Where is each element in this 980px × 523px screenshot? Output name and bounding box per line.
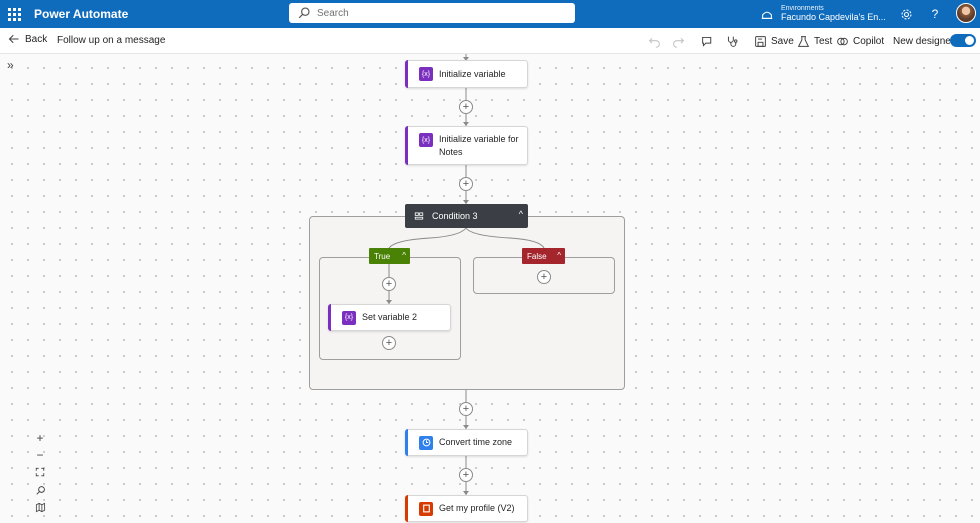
undo-button[interactable]	[648, 33, 661, 49]
new-designer-label: New designer	[893, 35, 955, 47]
settings-button[interactable]	[898, 6, 914, 22]
add-step-button[interactable]: +	[459, 468, 473, 482]
step-card-initialize-variable[interactable]: {x} Initialize variable	[405, 60, 528, 88]
copilot-label: Copilot	[853, 35, 885, 47]
condition-label: Condition 3	[432, 211, 478, 221]
flow-diagnostics-button[interactable]	[726, 33, 739, 49]
step-card-set-variable[interactable]: {x} Set variable 2	[328, 304, 451, 331]
double-chevron-right-icon: »	[7, 58, 14, 72]
step-label: Set variable 2	[362, 312, 418, 323]
app-launcher-button[interactable]	[0, 0, 28, 28]
new-designer-toggle[interactable]	[950, 34, 976, 47]
minus-icon: −	[36, 448, 44, 462]
command-bar: Back Follow up on a message Save Test Co…	[0, 28, 980, 54]
add-step-button[interactable]: +	[459, 100, 473, 114]
condition-header[interactable]: Condition 3 ^	[405, 204, 528, 228]
add-step-button[interactable]: +	[382, 277, 396, 291]
help-icon: ?	[931, 7, 939, 21]
step-card-convert-time-zone[interactable]: Convert time zone	[405, 429, 528, 456]
waffle-icon	[7, 7, 21, 21]
true-label: True	[374, 251, 391, 261]
minimap-button[interactable]	[32, 499, 48, 515]
flow-checker-button[interactable]	[701, 33, 714, 49]
false-label: False	[527, 251, 547, 261]
fit-view-icon	[35, 467, 45, 477]
collapse-chevron-icon[interactable]: ^	[402, 251, 406, 260]
environment-icon	[761, 11, 773, 19]
save-button[interactable]: Save	[754, 33, 794, 49]
collapse-chevron-icon[interactable]: ^	[557, 251, 561, 260]
app-title[interactable]: Power Automate	[34, 7, 129, 21]
back-button[interactable]: Back	[8, 33, 47, 45]
step-label: Convert time zone	[439, 437, 513, 448]
plus-icon: +	[462, 100, 470, 113]
find-button[interactable]	[32, 482, 48, 498]
flow-name[interactable]: Follow up on a message	[57, 35, 166, 46]
search-placeholder: Search	[317, 7, 349, 19]
flask-icon	[797, 35, 810, 47]
environment-picker[interactable]: Environments Facundo Capdevila's En...	[760, 2, 886, 26]
top-bar: Power Automate Search Environments Facun…	[0, 0, 980, 28]
copilot-button[interactable]: Copilot	[836, 33, 884, 49]
variable-icon: {x}	[342, 310, 356, 325]
zoom-out-button[interactable]: −	[32, 447, 48, 463]
step-label: Initialize variable	[439, 68, 506, 79]
plus-icon: +	[462, 468, 470, 481]
plus-icon: +	[462, 177, 470, 190]
plus-icon: +	[36, 431, 44, 445]
environment-label: Environments	[781, 5, 824, 13]
avatar[interactable]	[956, 3, 976, 23]
chat-icon	[702, 36, 712, 47]
plus-icon: +	[462, 402, 470, 415]
map-icon	[35, 502, 45, 512]
plus-icon: +	[385, 336, 393, 349]
fit-view-button[interactable]	[32, 464, 48, 480]
condition-icon	[414, 212, 424, 220]
search-icon	[298, 7, 310, 19]
step-accent	[405, 495, 408, 522]
plus-icon: +	[385, 277, 393, 290]
expand-panel-button[interactable]: »	[7, 58, 14, 72]
redo-button[interactable]	[672, 33, 685, 49]
add-step-button[interactable]: +	[537, 270, 551, 284]
back-arrow-icon	[8, 34, 19, 44]
add-step-button[interactable]: +	[459, 177, 473, 191]
clock-icon	[419, 435, 433, 450]
redo-icon	[673, 37, 685, 48]
step-label: Initialize variable for Notes	[439, 134, 519, 157]
step-accent	[405, 429, 408, 456]
save-label: Save	[771, 35, 794, 47]
plus-icon: +	[540, 270, 548, 283]
search-input[interactable]: Search	[289, 3, 575, 23]
step-accent	[405, 60, 408, 88]
add-step-button[interactable]: +	[382, 336, 396, 350]
step-accent	[405, 126, 408, 165]
step-card-get-my-profile[interactable]: Get my profile (V2)	[405, 495, 528, 522]
stethoscope-icon	[727, 36, 738, 47]
save-icon	[755, 35, 766, 47]
environment-name: Facundo Capdevila's En...	[781, 11, 886, 22]
office-icon	[419, 501, 433, 516]
false-branch-tag[interactable]: False ^	[522, 248, 565, 264]
test-label: Test	[814, 35, 833, 47]
gear-icon	[901, 9, 911, 19]
step-accent	[328, 304, 331, 331]
undo-icon	[648, 37, 660, 48]
step-label: Get my profile (V2)	[439, 503, 515, 514]
copilot-icon	[837, 37, 848, 45]
add-step-button[interactable]: +	[459, 402, 473, 416]
back-label: Back	[25, 33, 48, 45]
help-button[interactable]: ?	[927, 6, 943, 22]
true-branch-tag[interactable]: True ^	[369, 248, 410, 264]
test-button[interactable]: Test	[797, 33, 832, 49]
variable-icon: {x}	[419, 67, 433, 81]
step-card-initialize-variable-notes[interactable]: {x} Initialize variable for Notes	[405, 126, 528, 165]
zoom-in-button[interactable]: +	[32, 430, 48, 446]
search-icon	[35, 485, 45, 495]
variable-icon: {x}	[419, 133, 433, 147]
collapse-chevron-icon[interactable]: ^	[518, 209, 523, 219]
